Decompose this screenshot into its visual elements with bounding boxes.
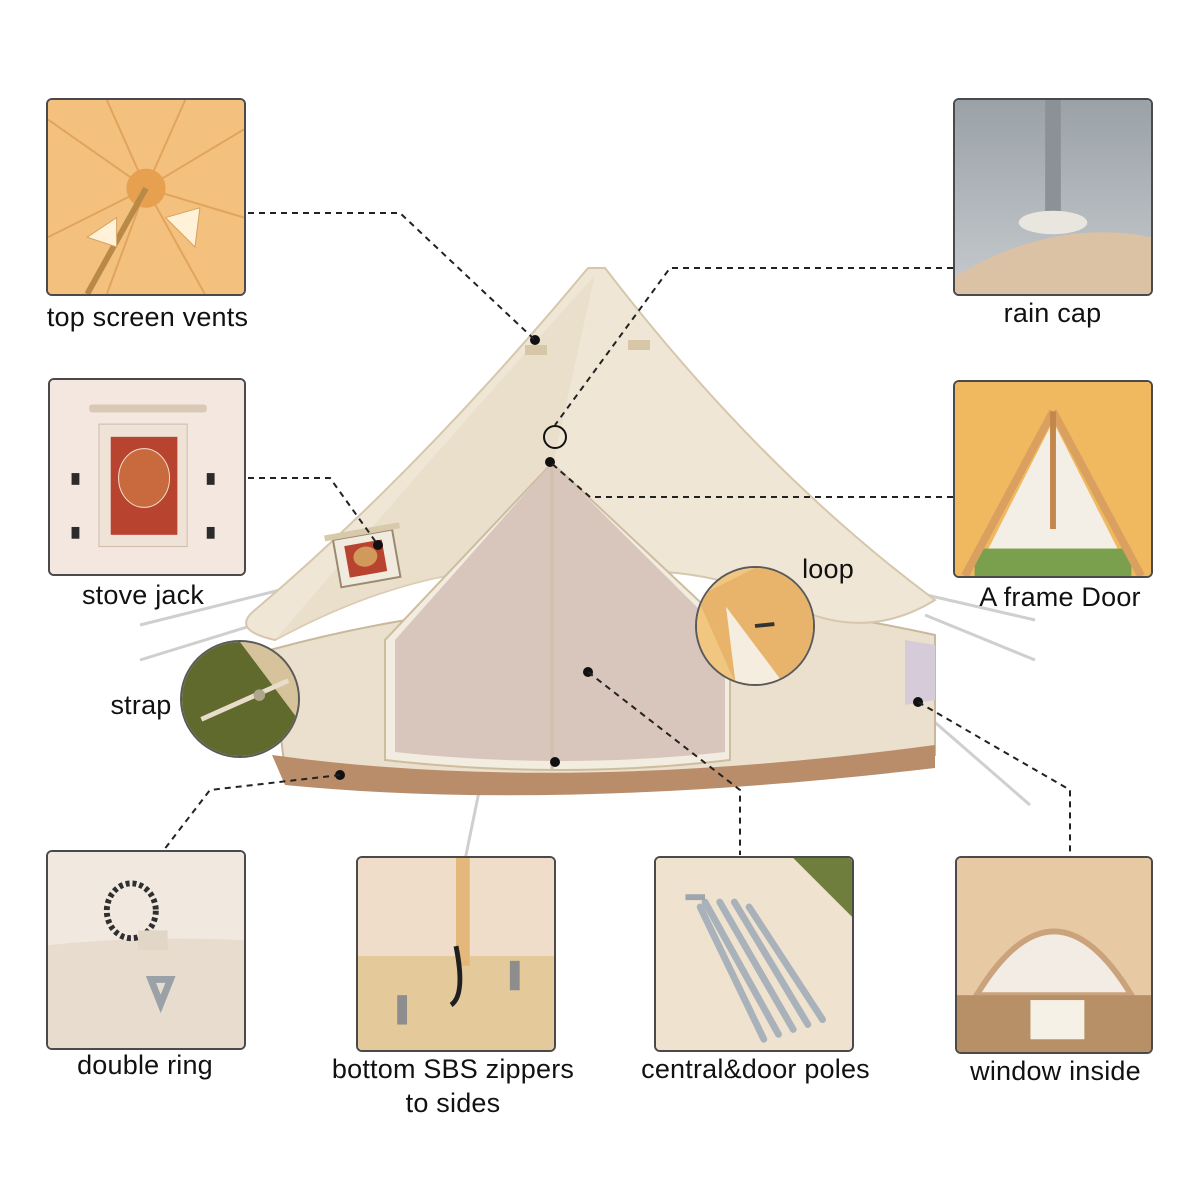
caption-a-frame-door: A frame Door bbox=[979, 582, 1141, 612]
caption-strap: strap bbox=[110, 690, 172, 720]
strap-photo bbox=[180, 640, 300, 758]
caption-window-inside: window inside bbox=[970, 1056, 1141, 1086]
rain-cap-photo bbox=[953, 98, 1153, 296]
caption-rain-cap: rain cap bbox=[1003, 298, 1102, 328]
bottom-zippers-photo bbox=[356, 856, 556, 1052]
caption-bottom-zippers: bottom SBS zippers to sides bbox=[322, 1052, 584, 1120]
stove-jack-photo bbox=[48, 378, 246, 576]
a-frame-door-photo bbox=[953, 380, 1153, 578]
loop-photo bbox=[695, 566, 815, 686]
caption-bottom-zippers-line2: to sides bbox=[405, 1088, 501, 1118]
window-inside-photo bbox=[955, 856, 1153, 1054]
poles-photo bbox=[654, 856, 854, 1052]
caption-stove-jack: stove jack bbox=[81, 580, 205, 610]
caption-poles: central&door poles bbox=[641, 1054, 870, 1084]
top-screen-vents-photo bbox=[46, 98, 246, 296]
caption-double-ring: double ring bbox=[77, 1050, 213, 1080]
caption-top-screen-vents: top screen vents bbox=[46, 302, 249, 332]
caption-loop: loop bbox=[802, 554, 854, 584]
caption-bottom-zippers-line1: bottom SBS zippers bbox=[331, 1054, 575, 1084]
double-ring-photo bbox=[46, 850, 246, 1050]
